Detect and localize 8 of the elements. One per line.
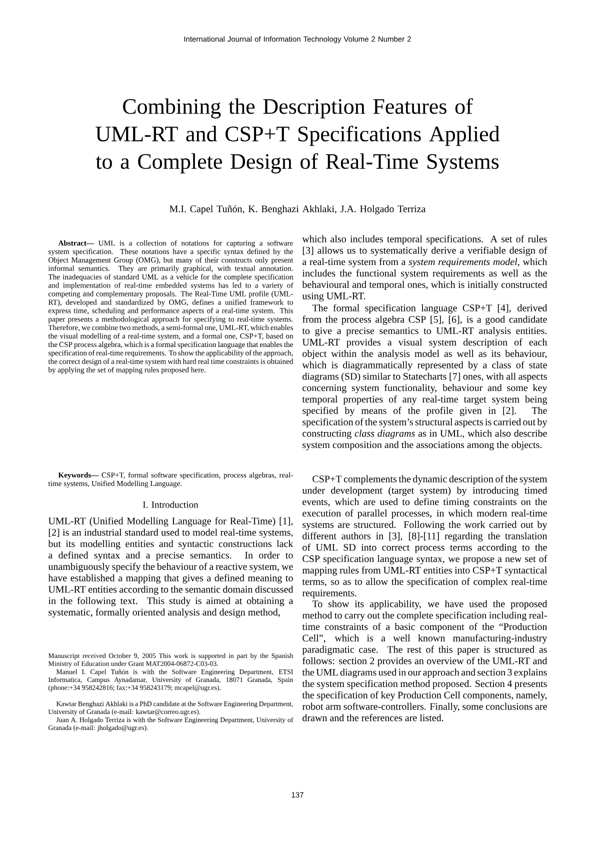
body-paragraph: UML-RT (Unified Modelling Language for Real-Time) [1], [2] is an industrial standard used to model real-time systems, but its modelling entities and syntactic constructions lack a defined syntax and a precise semantics. In order to unambiguously specify the behaviour of a reactive system, we have established a mapping that gives a defined meaning to UML-RT entities according to the semantic domain discussed in the following text. This study is aimed at obtaining a systematic, formally oriented analysis and design method, (48, 517, 294, 618)
author-line: M.I. Capel Tuñón, K. Benghazi Akhlaki, J.A. Holgado Terriza (170, 205, 426, 214)
body-paragraph: CSP+T complements the dynamic description of the system under development (target system) by introducing timed events, which are used to define timing constraints on the execution of parallel processes, in which modern real-time systems are structured. Following the work carried out by different authors in [3], [8]-[11] regarding the translation of UML SD into correct process terms according to the CSP specification language syntax, we propose a new set of mapping rules from UML-RT entities into CSP+T syntactical terms, so as to allow the specification of complex real-time requirements. (302, 475, 548, 598)
section-heading: I. Introduction (143, 501, 198, 508)
paper-title: Combining the Description Features of UML-RT and CSP+T Specifications Applied to a Complete Design of Real-Time Systems (96, 98, 500, 174)
body-paragraph: which also includes temporal specifications. A set of rules [3] allows us to systematically derive a verifiable design of a real-time system from a system requirements model, which includes the functional system requirements as well as the behavioural and temporal ones, which is initially constructed using UML-RT. (302, 235, 548, 302)
body-paragraph: The formal specification language CSP+T [4], derived from the process algebra CSP [5], [6], is a good candidate to give a precise semantics to UML-RT analysis entities. UML-RT provides a visual system description of each object within the analysis model as well as its behaviour, which is diagrammatically represented by a class of state diagrams (SD) similar to Statecharts [7] ones, with all aspects concerning system functionality, behaviour and some key temporal properties of any real-time target system being specified by means of the profile given in [2]. The specification of the system’s structural aspects is carried out by constructing class diagrams as in UML, which also describe system composition and the associations among the objects. (302, 304, 548, 450)
body-paragraph: To show its applicability, we have used the proposed method to carry out the complete specification including real-time constraints of a basic component of the “Production Cell”, which is a well known manufacturing-industry paradigmatic case. The rest of this paper is structured as follows: section 2 provides an overview of the UML-RT and the UML diagrams used in our approach and section 3 explains the system specification method proposed. Section 4 presents the specification of key Production Cell components, namely, robot arm software-controllers. Finally, some conclusions are drawn and the references are listed. (302, 600, 548, 722)
